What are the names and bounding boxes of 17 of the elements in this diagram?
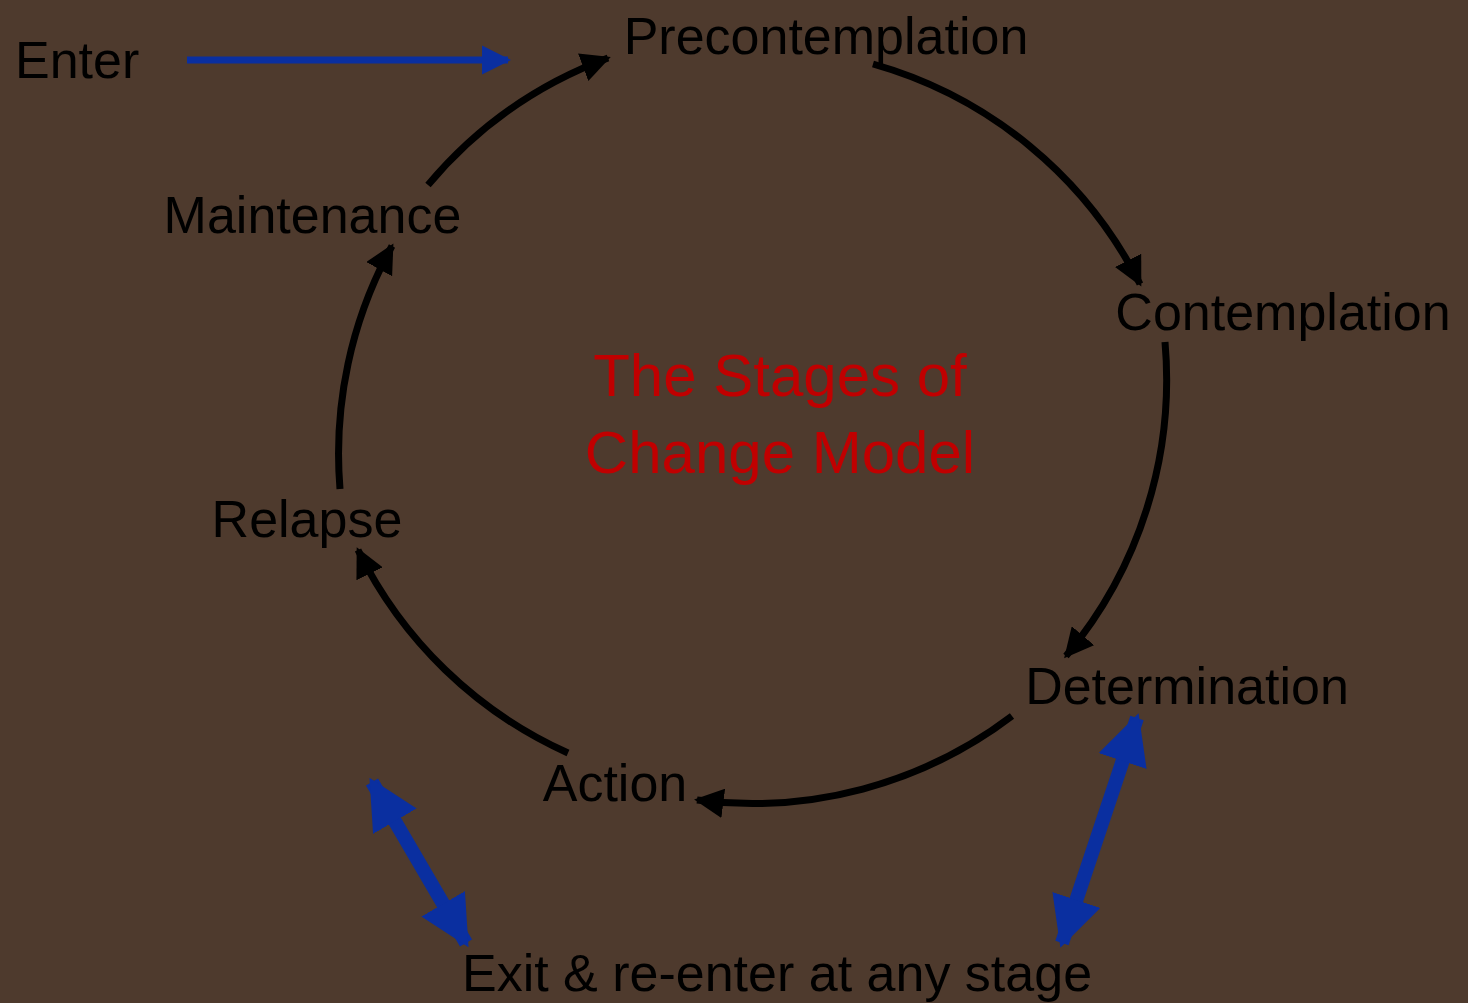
stage-label: Relapse (202, 491, 412, 547)
double-arrow (1052, 713, 1147, 948)
stage-label: Action (535, 755, 695, 811)
arrow (694, 713, 1014, 817)
arrow (1063, 341, 1170, 659)
arrow (871, 60, 1144, 287)
arrow (425, 54, 611, 188)
stage-label: Contemplation (1103, 284, 1463, 340)
double-arrow (365, 777, 473, 948)
arrow (354, 547, 570, 757)
diagram-title: The Stages of Change Model (583, 341, 977, 488)
entry-label: Enter (15, 32, 187, 88)
arrow (335, 243, 396, 490)
stage-label: Precontemplation (606, 8, 1046, 64)
stage-label: Determination (1012, 658, 1362, 714)
stage-label: Maintenance (150, 187, 475, 243)
exit-label: Exit & re-enter at any stage (441, 945, 1113, 1001)
